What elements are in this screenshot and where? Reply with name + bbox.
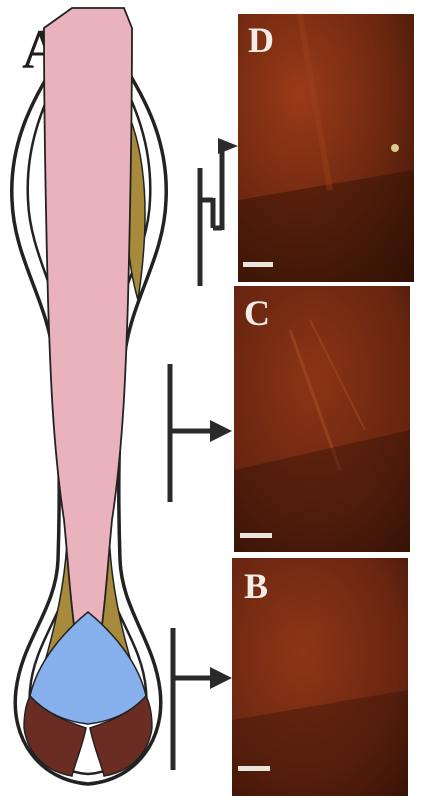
micrograph-panel-d: D [238,14,414,282]
branched-marker-arrow-icon [200,138,238,286]
marker-c [170,364,232,502]
scale-bar [240,533,272,538]
micrograph-panel-c: C [234,286,410,552]
marker-arrow-icon [173,628,232,770]
micrograph-panel-b: B [232,558,408,796]
marker-arrow-icon [170,364,232,502]
scale-bar [243,262,273,267]
panel-label-c: C [244,293,270,333]
scale-bar [238,766,270,771]
panel-label-d: D [248,20,274,60]
marker-d [200,138,238,286]
marker-b [173,628,232,770]
panel-label-b: B [244,566,268,606]
follicle-diagram [12,8,166,784]
